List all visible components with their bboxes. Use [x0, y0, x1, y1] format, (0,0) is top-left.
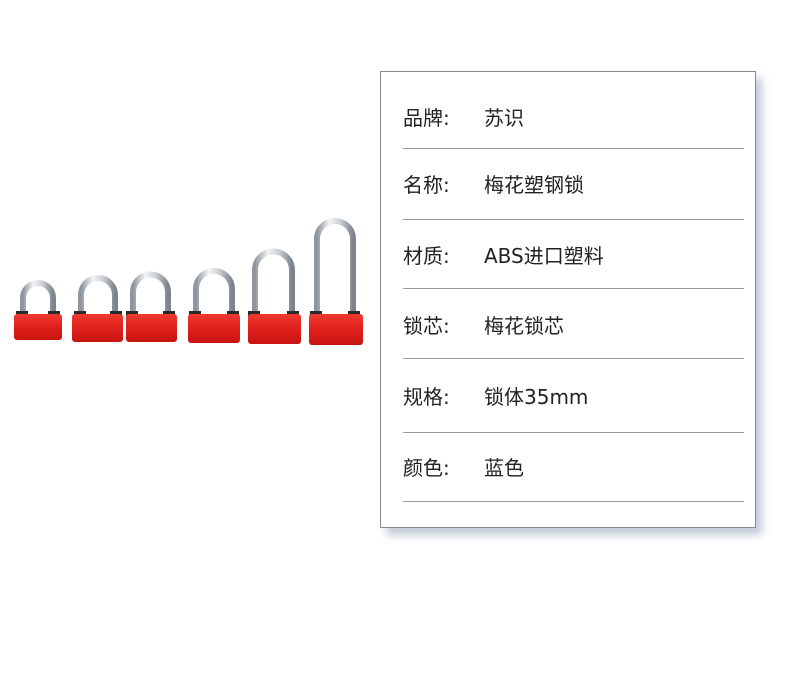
spec-label: 名称:: [403, 173, 450, 197]
spec-row-name: 名称: 梅花塑钢锁: [403, 170, 743, 200]
spec-divider: [403, 501, 744, 502]
spec-value: 梅花锁芯: [484, 314, 564, 338]
spec-row-specification: 规格: 锁体35mm: [403, 382, 743, 412]
spec-row-material: 材质: ABS进口塑料: [403, 241, 743, 271]
spec-label: 锁芯:: [403, 314, 450, 338]
padlock-icon: [14, 280, 62, 340]
padlock-product-photo: [14, 218, 363, 345]
padlock-icon: [126, 271, 177, 342]
spec-value: 锁体35mm: [484, 385, 589, 409]
spec-row-color: 颜色: 蓝色: [403, 453, 743, 483]
spec-value: 苏识: [484, 106, 524, 130]
padlock-icon: [72, 275, 123, 342]
padlock-icon: [188, 268, 240, 343]
spec-label: 材质:: [403, 244, 450, 268]
spec-label: 规格:: [403, 385, 450, 409]
padlock-icon: [248, 248, 301, 344]
spec-label: 颜色:: [403, 456, 450, 480]
spec-label: 品牌:: [403, 106, 450, 130]
spec-divider: [403, 148, 744, 149]
spec-row-lock-core: 锁芯: 梅花锁芯: [403, 311, 743, 341]
spec-divider: [403, 219, 744, 220]
spec-value: 梅花塑钢锁: [484, 173, 584, 197]
spec-divider: [403, 288, 744, 289]
spec-value: 蓝色: [484, 456, 524, 480]
spec-row-brand: 品牌: 苏识: [403, 103, 743, 133]
spec-card: 品牌: 苏识 名称: 梅花塑钢锁 材质: ABS进口塑料 锁芯: 梅花锁芯 规格…: [380, 71, 756, 528]
padlock-icon: [309, 218, 363, 345]
spec-value: ABS进口塑料: [484, 244, 604, 268]
spec-divider: [403, 432, 744, 433]
spec-divider: [403, 358, 744, 359]
